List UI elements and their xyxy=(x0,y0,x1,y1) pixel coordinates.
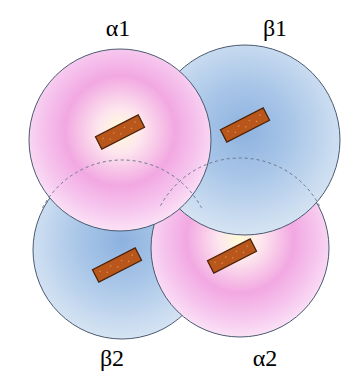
heme-group xyxy=(207,239,256,273)
heme-group xyxy=(95,115,144,149)
sphere-outline xyxy=(28,48,212,232)
label-holder: α2 xyxy=(250,344,281,372)
subunit-label: β2 xyxy=(100,346,124,370)
subunit-label: β1 xyxy=(263,16,287,40)
heme-group xyxy=(92,248,141,282)
label-holder: β1 xyxy=(260,14,291,42)
subunit-label: α1 xyxy=(106,16,131,40)
label-holder: β2 xyxy=(97,344,128,372)
label-holder: α1 xyxy=(103,14,134,42)
heme-group xyxy=(220,108,269,142)
subunit-label: α2 xyxy=(253,346,278,370)
subunit-sphere: α1 xyxy=(28,48,212,232)
